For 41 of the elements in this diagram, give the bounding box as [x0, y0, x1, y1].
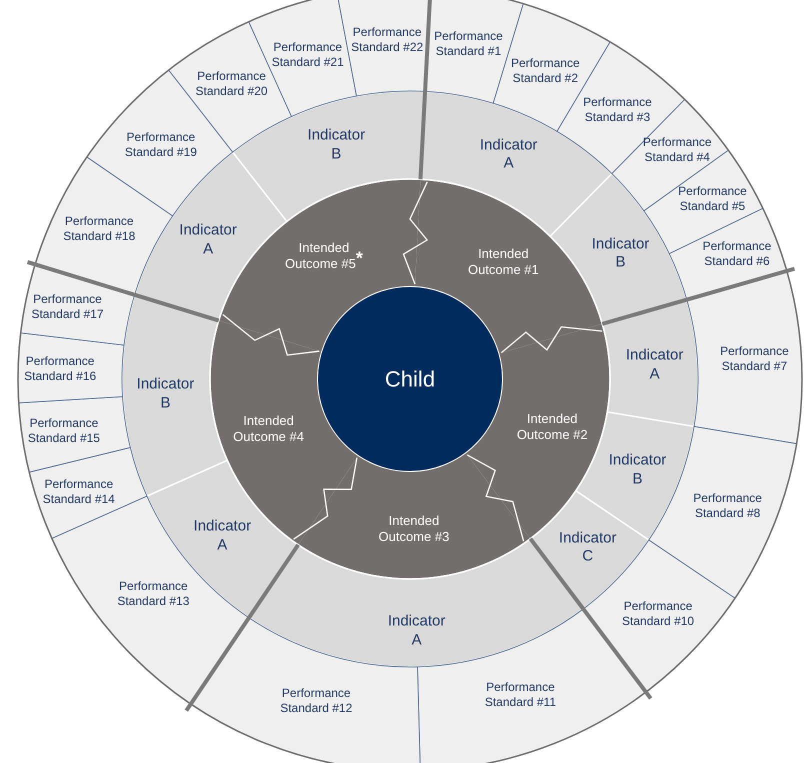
sector-label: Performance Standard #2: [510, 56, 581, 86]
sector-label: Indicator B: [136, 375, 196, 413]
sector-label: Indicator A: [192, 518, 252, 556]
sector-label: Performance Standard #15: [26, 416, 101, 446]
sector-label: Performance Standard #8: [692, 490, 763, 521]
sector-label: Indicator B: [590, 234, 650, 272]
sector-label: Performance Standard #6: [702, 239, 772, 270]
sector-label: Intended Outcome #2: [516, 410, 589, 443]
sector-label: Intended Outcome #4: [232, 412, 305, 446]
sector-label: Performance Standard #18: [62, 214, 136, 244]
sector-label: Performance Standard #22: [350, 24, 424, 55]
standard-sector: [686, 270, 802, 444]
sector-label: Performance Standard #10: [621, 599, 696, 630]
sector-label: Indicator A: [624, 346, 684, 384]
sector-label: Performance Standard #12: [279, 686, 354, 716]
sector-label: Performance Standard #14: [42, 477, 116, 508]
indicator-sector: [122, 294, 228, 497]
sector-label: Performance Standard #11: [484, 680, 558, 710]
sector-label: Performance Standard #1: [433, 29, 504, 60]
sector-label: Performance Standard #13: [116, 579, 190, 610]
sector-label: Performance Standard #7: [719, 344, 790, 374]
sector-label: Performance Standard #3: [582, 94, 653, 125]
sector-label: Intended Outcome #1: [466, 245, 540, 278]
center-circle: [316, 285, 504, 473]
sector-label: Indicator B: [306, 126, 366, 164]
sector-label: Intended Outcome #3: [378, 512, 450, 546]
sector-label: Performance Standard #4: [642, 134, 713, 165]
sector-label: Indicator B: [608, 451, 668, 489]
sector-label: Indicator C: [558, 528, 618, 566]
sector-label: Child: [384, 365, 436, 393]
sector-label: Performance Standard #20: [194, 68, 269, 99]
sector-label: Indicator A: [478, 136, 538, 174]
sector-label: Indicator A: [386, 612, 446, 650]
sector-label: Indicator A: [178, 221, 238, 259]
sector-label: Performance Standard #5: [677, 184, 748, 214]
outcome-sector: [298, 453, 530, 579]
sector-label: Performance Standard #16: [23, 354, 98, 384]
standard-sector: [18, 396, 131, 473]
indicator-sector: [602, 298, 698, 428]
sector-label: Performance Standard #19: [124, 130, 198, 160]
sector-label: Performance Standard #17: [30, 292, 105, 322]
